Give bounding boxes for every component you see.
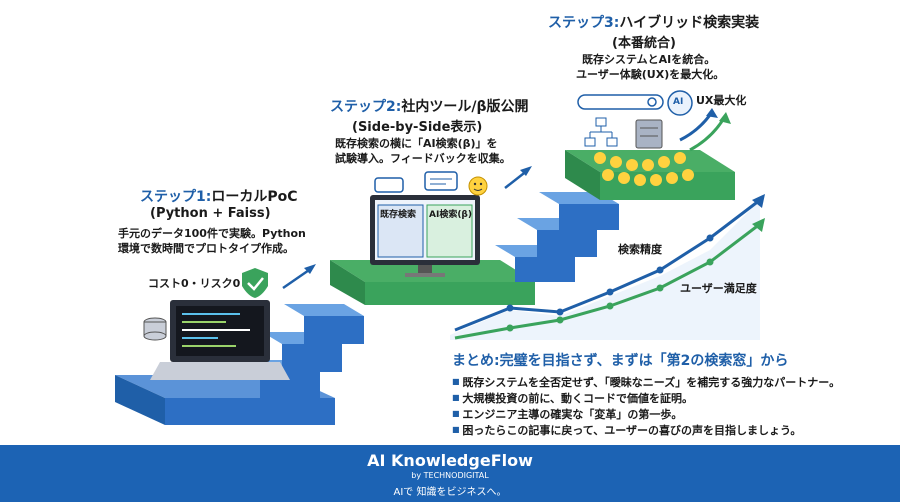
step1-desc-1: 手元のデータ100件で実験。Python: [118, 227, 306, 240]
step2-platform: [330, 260, 535, 305]
monitor-icon: [370, 195, 480, 277]
step2-title: ステップ2:社内ツール/β版公開: [330, 99, 529, 115]
ux-arrows-icon: [679, 108, 731, 152]
summary-title: まとめ:完璧を目指さず、まずは「第2の検索窓」から: [452, 353, 789, 369]
laptop-icon: [150, 300, 290, 380]
illustration: [115, 90, 765, 425]
ai-search-panel-label: AI検索(β): [429, 210, 472, 220]
step2-desc-1: 既存検索の横に「AI検索(β)」を: [335, 137, 498, 150]
summary-bullet: 困ったらこの記事に戻って、ユーザーの喜びの声を目指しましょう。: [452, 422, 801, 439]
progress-arrow-2: [504, 166, 532, 189]
step3-platform: [565, 150, 735, 200]
search-bar-icon: [577, 94, 664, 110]
step1-badge: コスト0・リスク0: [148, 277, 241, 290]
ai-badge-icon: [667, 90, 693, 116]
network-tree-icon: [584, 117, 618, 147]
brand-by: by TECHNODIGITAL: [411, 471, 489, 480]
server-icon: [635, 119, 663, 149]
smiley-icon: [468, 176, 488, 196]
ux-max-label: UX最大化: [696, 94, 747, 107]
progress-arrow-1: [282, 264, 316, 290]
brand-tagline: AIで 知識をビジネスへ。: [393, 487, 507, 498]
shield-check-icon: [242, 268, 268, 298]
step3-subtitle: (本番統合): [612, 36, 676, 51]
step3-title: ステップ3:ハイブリッド検索実装: [548, 15, 760, 31]
ai-badge-label: AI: [673, 97, 684, 107]
brand-name: AI KnowledgeFlow: [367, 451, 533, 470]
accuracy-label: 検索精度: [618, 243, 662, 256]
step1-subtitle: (Python + Faiss): [150, 206, 271, 221]
step3-desc-1: 既存システムとAIを統合。: [582, 53, 716, 66]
happy-users-icon: [594, 152, 694, 186]
summary-bullet: 大規模投資の前に、動くコードで価値を証明。: [452, 390, 693, 407]
footer-banner: AI KnowledgeFlow by TECHNODIGITAL AIで 知識…: [0, 445, 900, 502]
summary-bullet: 既存システムを全否定せず、「曖昧なニーズ」を補完する強力なパートナー。: [452, 374, 840, 391]
step2-desc-2: 試験導入。フィードバックを収集。: [335, 152, 511, 165]
database-icon: [143, 317, 167, 341]
stairs-2: [495, 192, 619, 282]
step2-subtitle: (Side-by-Side表示): [352, 120, 483, 135]
step3-desc-2: ユーザー体験(UX)を最大化。: [576, 68, 725, 81]
chat-bubble-icon: [374, 171, 458, 193]
summary-bullet: エンジニア主導の確実な「変革」の第一歩。: [452, 406, 682, 423]
step1-desc-2: 環境で数時間でプロトタイプ作成。: [118, 242, 294, 255]
satisfaction-label: ユーザー満足度: [680, 282, 757, 295]
legacy-search-panel-label: 既存検索: [380, 210, 417, 220]
growth-chart: [450, 194, 765, 340]
step1-title: ステップ1:ローカルPoC: [140, 189, 298, 205]
